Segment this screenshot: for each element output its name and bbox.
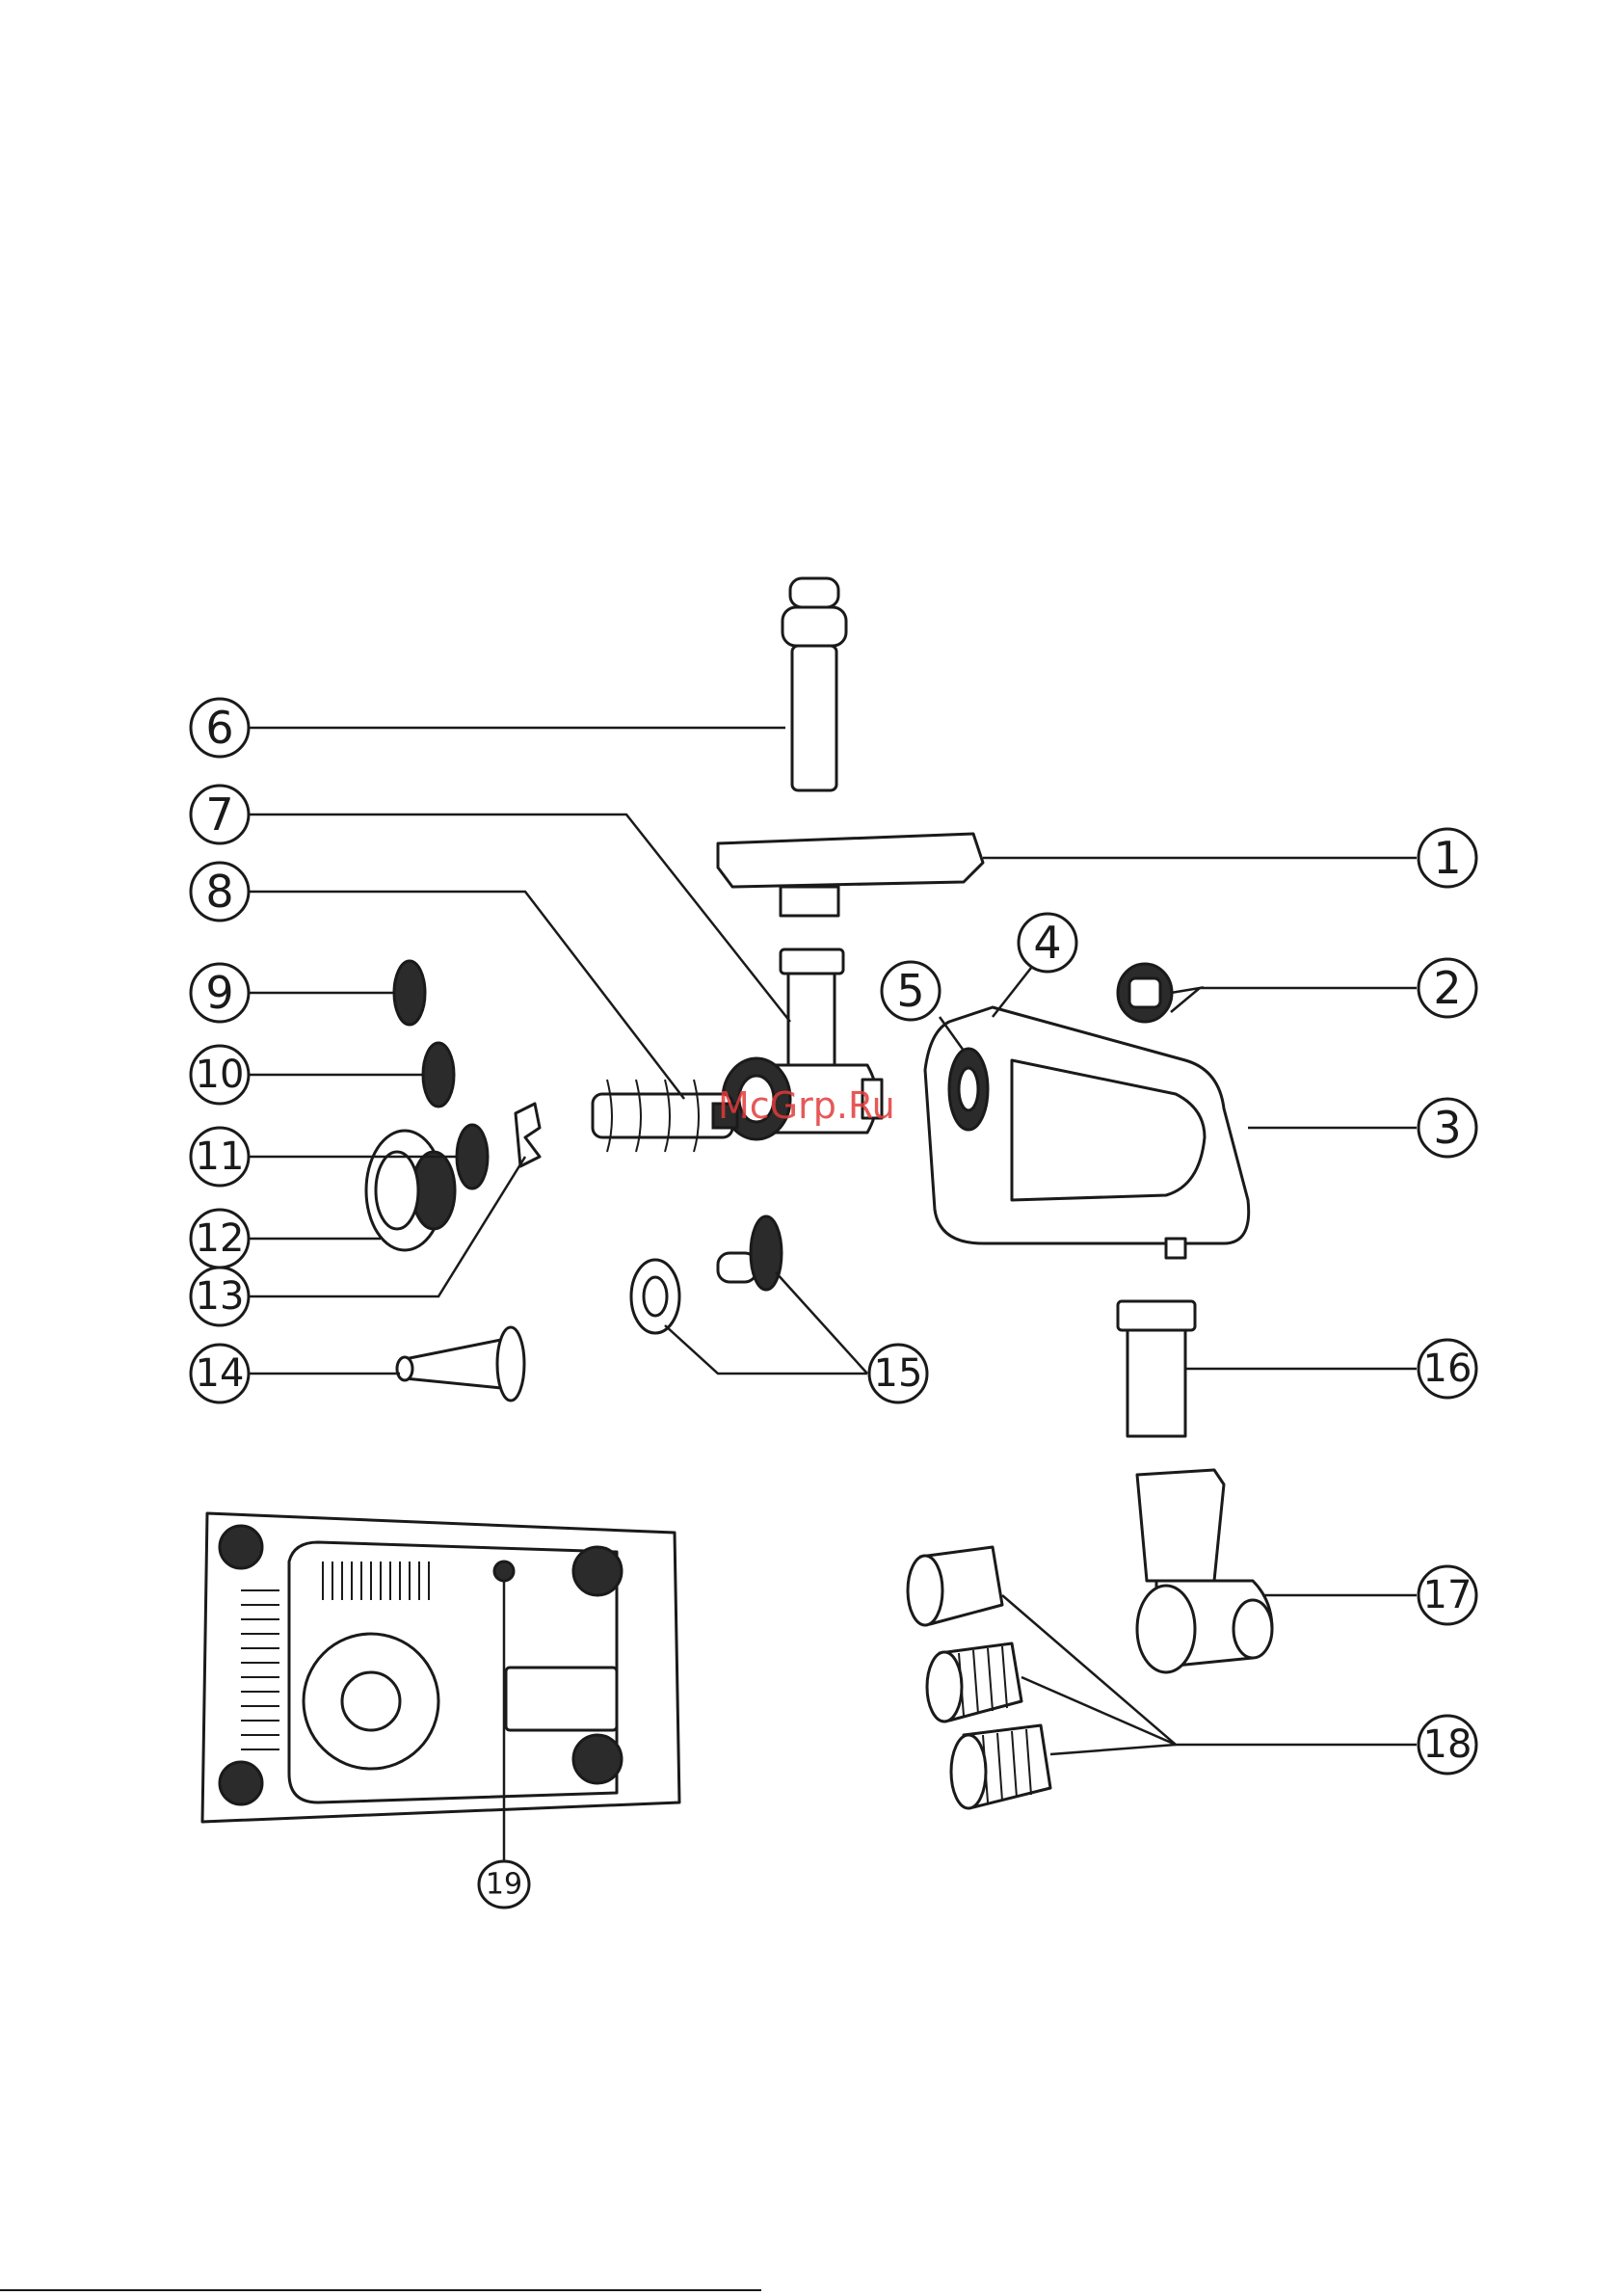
callout-10: 10 (191, 1046, 249, 1104)
callout-label: 8 (205, 866, 233, 918)
callout-label: 16 (1423, 1347, 1472, 1391)
callout-6: 6 (191, 699, 249, 757)
callout-1: 1 (1419, 829, 1476, 887)
part-motor-housing (925, 1007, 1249, 1258)
part-slicer-pusher (1118, 1301, 1195, 1436)
callout-label: 12 (196, 1216, 245, 1261)
part-switch (1118, 964, 1172, 1022)
callout-label: 15 (874, 1351, 923, 1396)
callout-label: 1 (1433, 832, 1461, 884)
callout-9: 9 (191, 964, 249, 1022)
callout-label: 5 (896, 965, 924, 1017)
callout-label: 19 (486, 1868, 522, 1902)
callout-label: 4 (1033, 917, 1061, 969)
callout-label: 14 (196, 1351, 245, 1396)
callout-4: 4 (1019, 914, 1076, 972)
part-cutting-blade (516, 1104, 540, 1166)
callout-7: 7 (191, 786, 249, 843)
part-kebbe-attachment (631, 1216, 782, 1333)
callout-label: 2 (1433, 962, 1461, 1014)
callout-16: 16 (1419, 1340, 1476, 1398)
callout-15: 15 (869, 1345, 927, 1402)
callout-19: 19 (479, 1861, 529, 1908)
callout-label: 3 (1433, 1102, 1461, 1154)
part-sausage-nozzle (397, 1327, 524, 1401)
callout-12: 12 (191, 1210, 249, 1268)
callout-14: 14 (191, 1345, 249, 1402)
part-slicer-housing (1137, 1470, 1272, 1672)
callout-11: 11 (191, 1128, 249, 1186)
callout-5: 5 (882, 962, 940, 1020)
part-hopper-tray (718, 834, 983, 916)
callout-label: 10 (196, 1053, 245, 1097)
part-pusher (782, 578, 846, 790)
callout-8: 8 (191, 863, 249, 921)
callout-label: 9 (205, 967, 233, 1019)
part-ring-nut (366, 1131, 455, 1250)
part-drum-cones (908, 1547, 1050, 1808)
callout-label: 6 (205, 702, 233, 754)
part-front-socket (949, 1049, 988, 1130)
callout-2: 2 (1419, 959, 1476, 1017)
part-auger (593, 1080, 737, 1152)
callout-label: 7 (205, 788, 233, 841)
callout-label: 17 (1423, 1573, 1472, 1617)
callout-18: 18 (1419, 1716, 1476, 1774)
callout-13: 13 (191, 1268, 249, 1325)
callout-label: 18 (1423, 1722, 1472, 1767)
callout-3: 3 (1419, 1099, 1476, 1157)
part-base-underside (202, 1513, 679, 1822)
callout-17: 17 (1419, 1566, 1476, 1624)
callout-label: 13 (196, 1274, 245, 1319)
watermark-text: McGrp.Ru (718, 1084, 895, 1127)
callout-label: 11 (196, 1135, 245, 1179)
